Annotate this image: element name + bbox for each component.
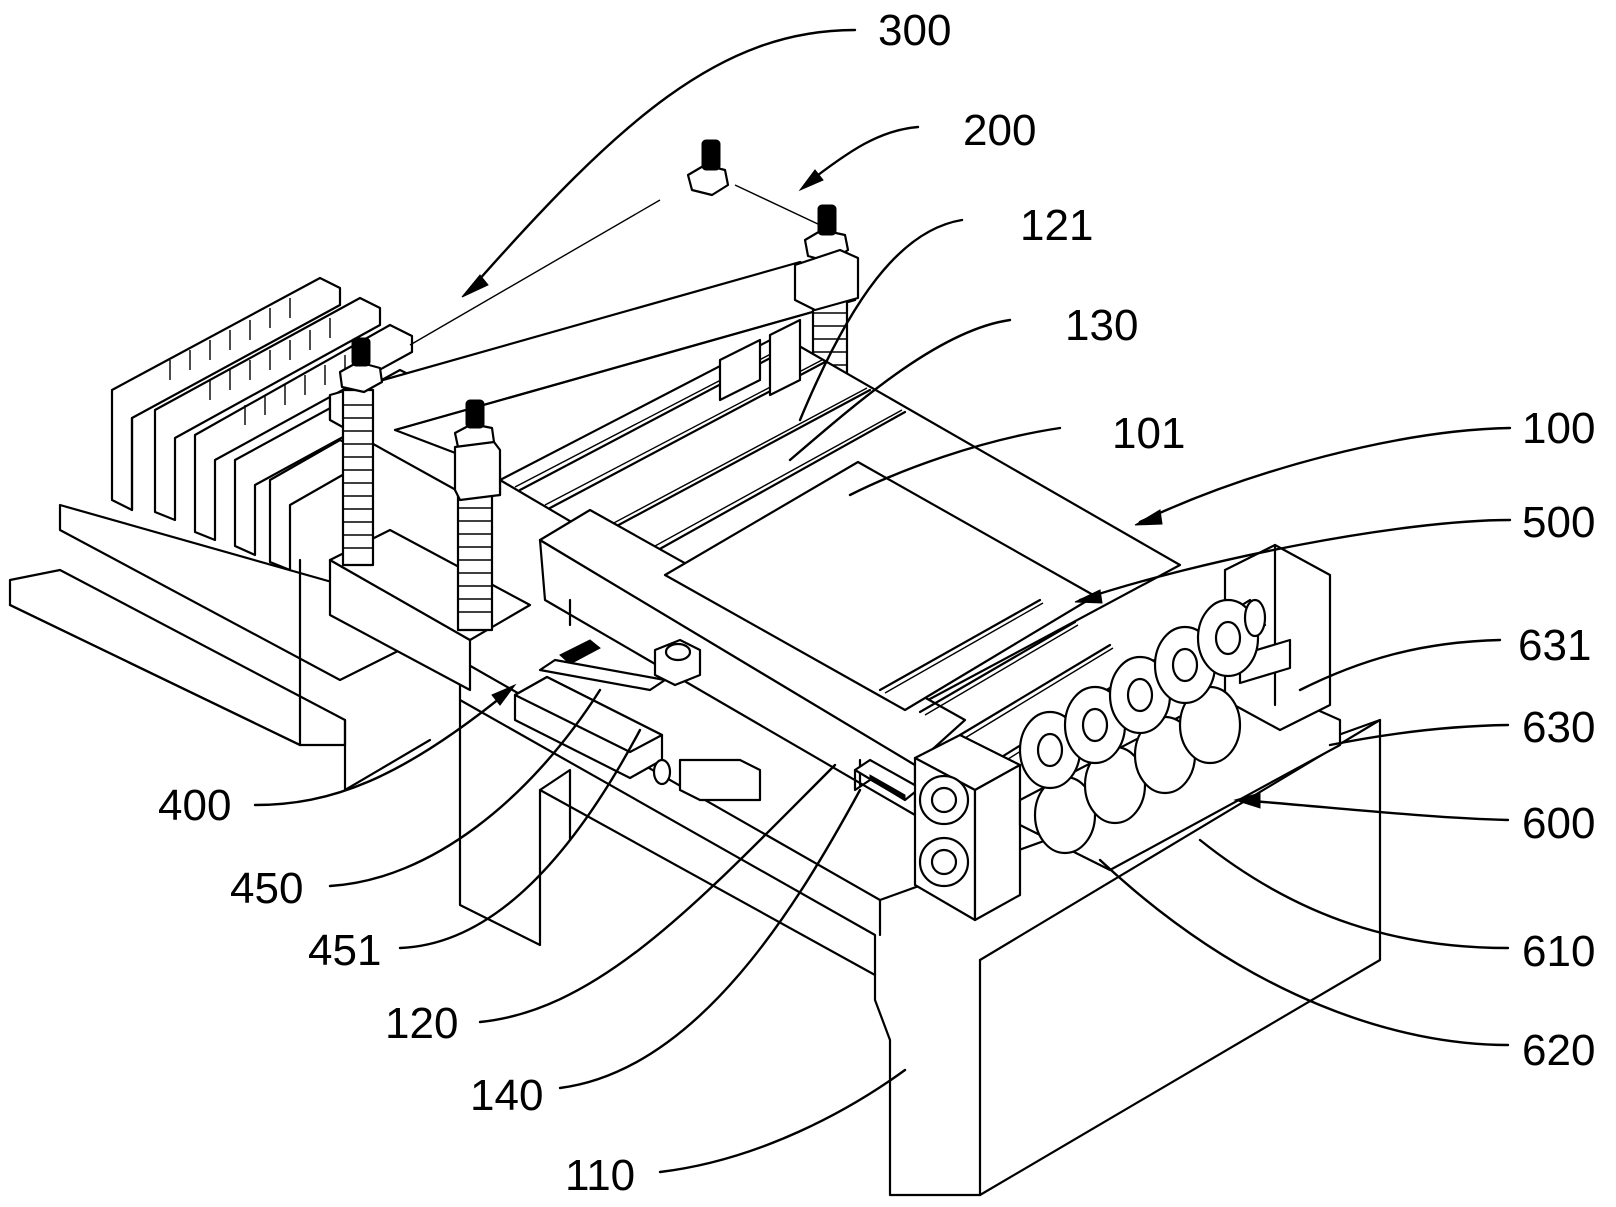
label-630: 630 <box>1522 703 1595 752</box>
leader-620 <box>1098 858 1510 1047</box>
reference-labels: 300 200 121 130 101 100 500 631 630 600 … <box>158 6 1595 1200</box>
leader-121 <box>798 218 964 422</box>
bearing-block <box>913 733 1022 922</box>
upper-rollers-610 <box>1018 598 1267 790</box>
label-100: 100 <box>1522 404 1595 453</box>
label-101: 101 <box>1112 409 1185 458</box>
label-610: 610 <box>1522 927 1595 976</box>
leader-200 <box>803 125 920 187</box>
leader-110 <box>658 1068 907 1174</box>
upper-roller <box>1108 655 1172 735</box>
leader-500 <box>1078 518 1512 602</box>
label-120: 120 <box>385 999 458 1048</box>
label-300: 300 <box>878 6 951 55</box>
comb-rack-2 <box>153 296 382 522</box>
bolt-nut-1 <box>686 139 730 197</box>
bolt-nut-2 <box>793 204 860 312</box>
label-631: 631 <box>1518 621 1591 670</box>
upper-roller <box>1196 598 1260 678</box>
comb-rack-1 <box>110 276 342 512</box>
leader-140 <box>558 788 862 1090</box>
label-200: 200 <box>963 106 1036 155</box>
lower-rollers-620 <box>1033 685 1242 855</box>
label-451: 451 <box>308 926 381 975</box>
leader-400 <box>253 688 512 807</box>
leader-600 <box>1238 798 1510 822</box>
leader-450 <box>328 688 602 888</box>
threaded-stud-center <box>456 493 494 632</box>
bolt-nut-3 <box>338 337 384 394</box>
leader-631 <box>1298 638 1502 692</box>
label-400: 400 <box>158 781 231 830</box>
leader-610 <box>1198 838 1510 950</box>
label-620: 620 <box>1522 1026 1595 1075</box>
label-121: 121 <box>1020 201 1093 250</box>
label-130: 130 <box>1065 301 1138 350</box>
leader-451 <box>398 728 642 950</box>
label-110: 110 <box>565 1151 635 1200</box>
bolt-nut-4 <box>453 399 502 502</box>
label-500: 500 <box>1522 498 1595 547</box>
leader-lines <box>253 28 1512 1174</box>
label-450: 450 <box>230 864 303 913</box>
cross-beam-120 <box>538 508 967 817</box>
label-140: 140 <box>470 1071 543 1120</box>
clamp-mechanism-450 <box>513 638 762 802</box>
leader-130 <box>788 318 1012 462</box>
leader-630 <box>1328 723 1510 747</box>
leader-101 <box>848 426 1062 497</box>
leader-120 <box>478 763 837 1024</box>
label-600: 600 <box>1522 799 1595 848</box>
upper-roller <box>1063 685 1127 765</box>
leader-300 <box>468 28 857 292</box>
threaded-stud-left <box>341 388 375 567</box>
leader-100 <box>1138 426 1512 524</box>
